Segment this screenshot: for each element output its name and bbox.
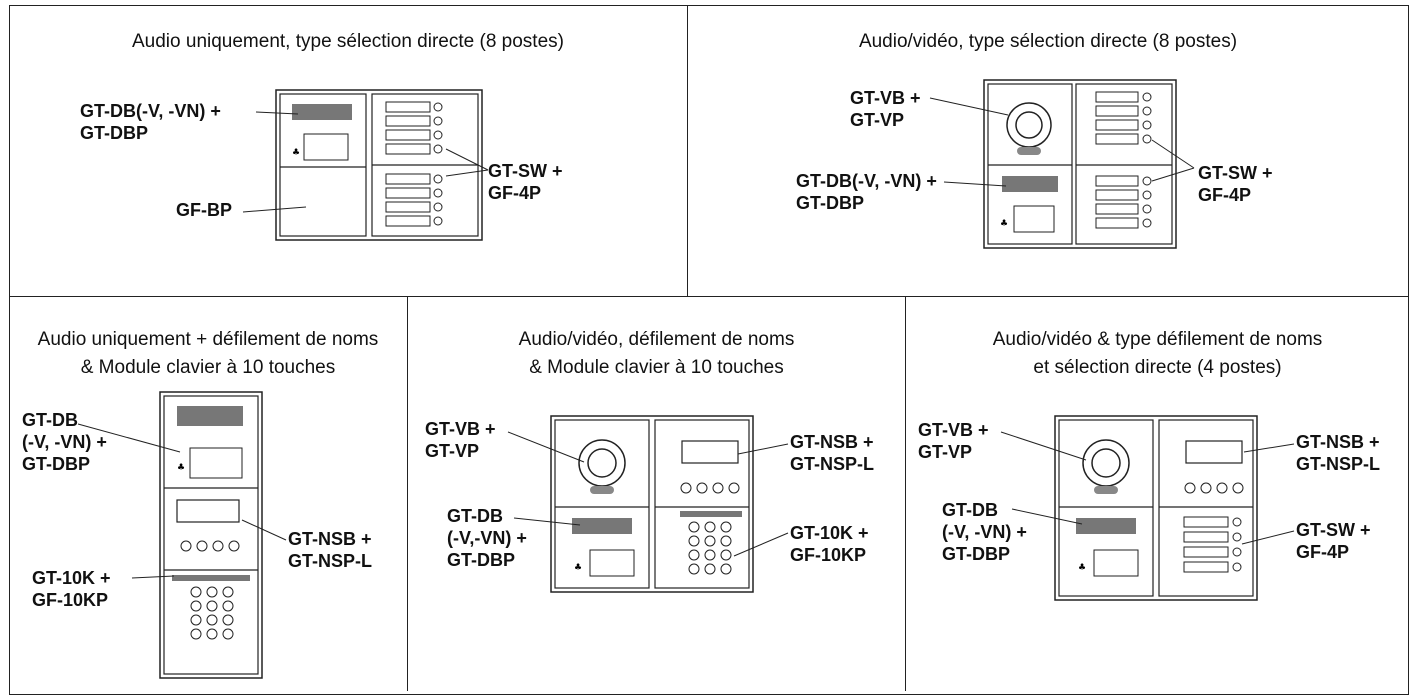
label-line: GT-DBP xyxy=(80,123,149,143)
title-line: Audio uniquement + défilement de noms xyxy=(37,329,379,350)
callout-label: GT-DB (-V, -VN) + GT-DBP xyxy=(942,499,1027,565)
label-line: GF-4P xyxy=(1198,185,1252,205)
label-line: (-V,-VN) + xyxy=(447,528,527,548)
callout-label: GT-SW + GF-4P xyxy=(1296,519,1371,563)
label-line: GF-10KP xyxy=(32,590,109,610)
column-divider-top xyxy=(687,5,688,296)
label-line: GT-DB xyxy=(942,500,998,520)
callout-label: GT-SW + GF-4P xyxy=(488,160,563,204)
label-line: GT-NSP-L xyxy=(288,551,372,571)
callout-label: GT-SW + GF-4P xyxy=(1198,162,1273,206)
label-line: GT-VP xyxy=(425,441,480,461)
callout-label: GT-NSB + GT-NSP-L xyxy=(1296,431,1380,475)
callout-label: GT-NSB + GT-NSP-L xyxy=(288,528,372,572)
label-line: GF-10KP xyxy=(790,545,867,565)
callout-label: GT-DB(-V, -VN) + GT-DBP xyxy=(796,170,937,214)
callout-label: GT-DB (-V, -VN) + GT-DBP xyxy=(22,409,107,475)
title-line: et sélection directe (4 postes) xyxy=(1033,357,1282,378)
label-line: GT-VP xyxy=(850,110,905,130)
svg-text:♣: ♣ xyxy=(1078,563,1086,573)
label-line: GF-BP xyxy=(176,200,232,220)
label-line: GT-10K + xyxy=(32,568,111,588)
column-divider-bottom-right xyxy=(905,296,906,691)
callout-label: GT-10K + GF-10KP xyxy=(32,567,111,611)
title-line: Audio uniquement, type sélection directe… xyxy=(132,31,564,52)
label-line: GT-DBP xyxy=(942,544,1011,564)
label-line: GT-DB(-V, -VN) + xyxy=(80,101,221,121)
label-line: GT-NSB + xyxy=(790,432,874,452)
label-line: GT-VP xyxy=(918,442,973,462)
panel-title: Audio uniquement, type sélection directe… xyxy=(9,28,687,56)
callout-label: GT-10K + GF-10KP xyxy=(790,522,869,566)
label-line: GT-SW + xyxy=(1198,163,1273,183)
title-line: Audio/vidéo, défilement de noms xyxy=(518,329,795,350)
label-line: GT-DBP xyxy=(447,550,516,570)
label-line: GT-SW + xyxy=(488,161,563,181)
label-line: GT-DB(-V, -VN) + xyxy=(796,171,937,191)
callout-label: GT-VB + GT-VP xyxy=(425,418,496,462)
label-line: (-V, -VN) + xyxy=(22,432,107,452)
title-line: Audio/vidéo & type défilement de noms xyxy=(992,329,1323,350)
callout-label: GT-VB + GT-VP xyxy=(918,419,989,463)
label-line: GT-VB + xyxy=(425,419,496,439)
svg-text:♣: ♣ xyxy=(574,563,582,573)
title-line: Audio/vidéo, type sélection directe (8 p… xyxy=(858,31,1238,52)
title-line: & Module clavier à 10 touches xyxy=(80,357,336,378)
svg-text:♣: ♣ xyxy=(177,463,185,473)
label-line: GT-DB xyxy=(22,410,78,430)
label-line: (-V, -VN) + xyxy=(942,522,1027,542)
callout-label: GT-DB(-V, -VN) + GT-DBP xyxy=(80,100,221,144)
label-line: GT-NSP-L xyxy=(790,454,874,474)
panel-title: Audio/vidéo, défilement de noms & Module… xyxy=(408,326,905,382)
svg-text:♣: ♣ xyxy=(1000,219,1008,229)
label-line: GT-VB + xyxy=(850,88,921,108)
label-line: GF-4P xyxy=(1296,542,1350,562)
callout-label: GT-VB + GT-VP xyxy=(850,87,921,131)
label-line: GT-VB + xyxy=(918,420,989,440)
label-line: GT-NSP-L xyxy=(1296,454,1380,474)
label-line: GT-NSB + xyxy=(1296,432,1380,452)
label-line: GT-DBP xyxy=(796,193,865,213)
label-line: GF-4P xyxy=(488,183,542,203)
column-divider-bottom-left xyxy=(407,296,408,691)
title-line: & Module clavier à 10 touches xyxy=(529,357,784,378)
label-line: GT-DB xyxy=(447,506,503,526)
svg-text:♣: ♣ xyxy=(292,148,300,158)
label-line: GT-SW + xyxy=(1296,520,1371,540)
callout-label: GF-BP xyxy=(176,199,232,221)
panel-title: Audio uniquement + défilement de noms & … xyxy=(9,326,407,382)
panel-title: Audio/vidéo & type défilement de noms et… xyxy=(906,326,1409,382)
label-line: GT-NSB + xyxy=(288,529,372,549)
row-divider xyxy=(9,296,1409,297)
panel-title: Audio/vidéo, type sélection directe (8 p… xyxy=(688,28,1408,56)
label-line: GT-DBP xyxy=(22,454,91,474)
label-line: GT-10K + xyxy=(790,523,869,543)
callout-label: GT-DB (-V,-VN) + GT-DBP xyxy=(447,505,527,571)
callout-label: GT-NSB + GT-NSP-L xyxy=(790,431,874,475)
